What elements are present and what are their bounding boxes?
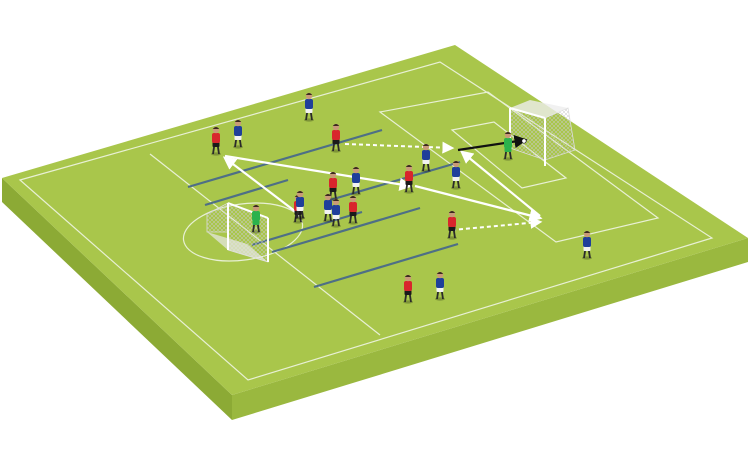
player-figure-blue (435, 271, 445, 301)
player-figure-red (348, 195, 358, 225)
zone-lines (187, 128, 461, 289)
player-figure-red (403, 274, 413, 304)
pass-arrow (224, 154, 413, 191)
pitch-side-left (2, 178, 232, 420)
pass-arrow (222, 156, 301, 216)
pass-arrow (459, 150, 541, 217)
player-figure-red (211, 126, 221, 156)
player-figure-blue (331, 198, 341, 228)
pitch-markings (18, 61, 714, 381)
player-figure-red (404, 164, 414, 194)
run-arrow (451, 216, 543, 231)
player-figure-blue (421, 143, 431, 173)
pitch-surface (2, 45, 748, 395)
player-figure-blue (304, 92, 314, 122)
player-figure-blue (351, 166, 361, 196)
pass-arrow (414, 184, 543, 222)
player-figure-blue (323, 193, 333, 223)
shot-arrow (457, 135, 528, 152)
pitch-side-front (232, 238, 748, 420)
players (211, 92, 592, 304)
player-figure-red (447, 210, 457, 240)
player-figure-blue (233, 119, 243, 149)
player-figure-blue (451, 160, 461, 190)
player-figure-red (331, 123, 341, 153)
player-figure-blue (295, 190, 305, 220)
goalkeeper-figure (503, 131, 513, 161)
drill-arrows (222, 135, 543, 231)
goalkeeper-figure (251, 204, 261, 234)
run-arrow (344, 141, 455, 154)
ball (521, 138, 527, 144)
player-figure-blue (582, 230, 592, 260)
